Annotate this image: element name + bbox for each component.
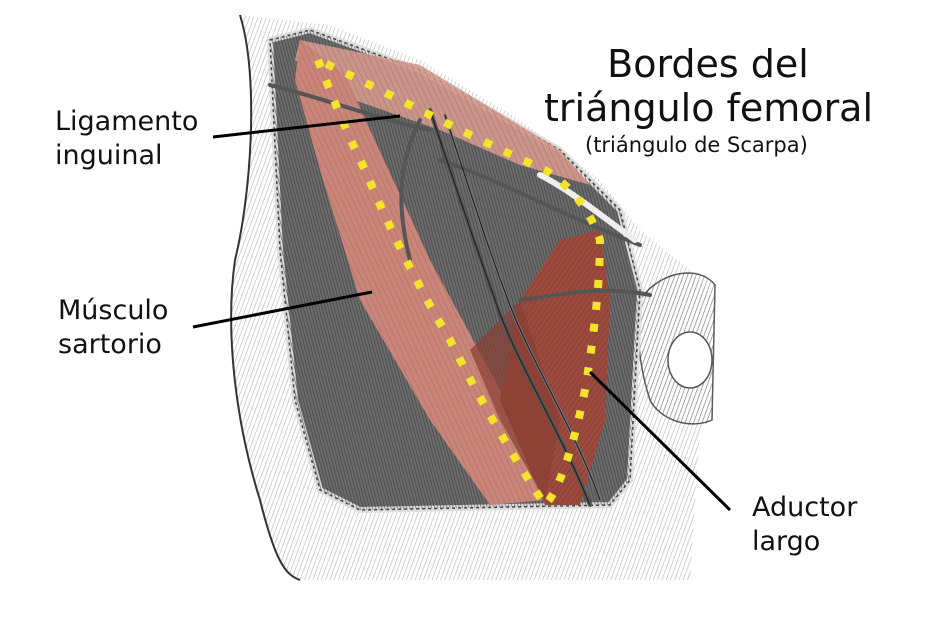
label-ligamento-line2: inguinal — [55, 140, 163, 171]
label-aductor-line1: Aductor — [752, 492, 858, 523]
figure-subtitle: (triángulo de Scarpa) — [585, 133, 808, 157]
label-sartorio-line2: sartorio — [58, 329, 162, 360]
leader-ligamento — [212, 114, 401, 139]
figure-title-line2: triángulo femoral — [544, 86, 874, 130]
leader-aductor — [588, 370, 732, 512]
label-aductor-line2: largo — [752, 526, 821, 557]
leader-sartorio — [192, 290, 373, 329]
triangle-border-dots — [310, 52, 605, 512]
figure-title-line1: Bordes del — [607, 42, 809, 86]
label-sartorio-line1: Músculo — [58, 295, 169, 326]
label-ligamento-line1: Ligamento — [55, 106, 199, 137]
